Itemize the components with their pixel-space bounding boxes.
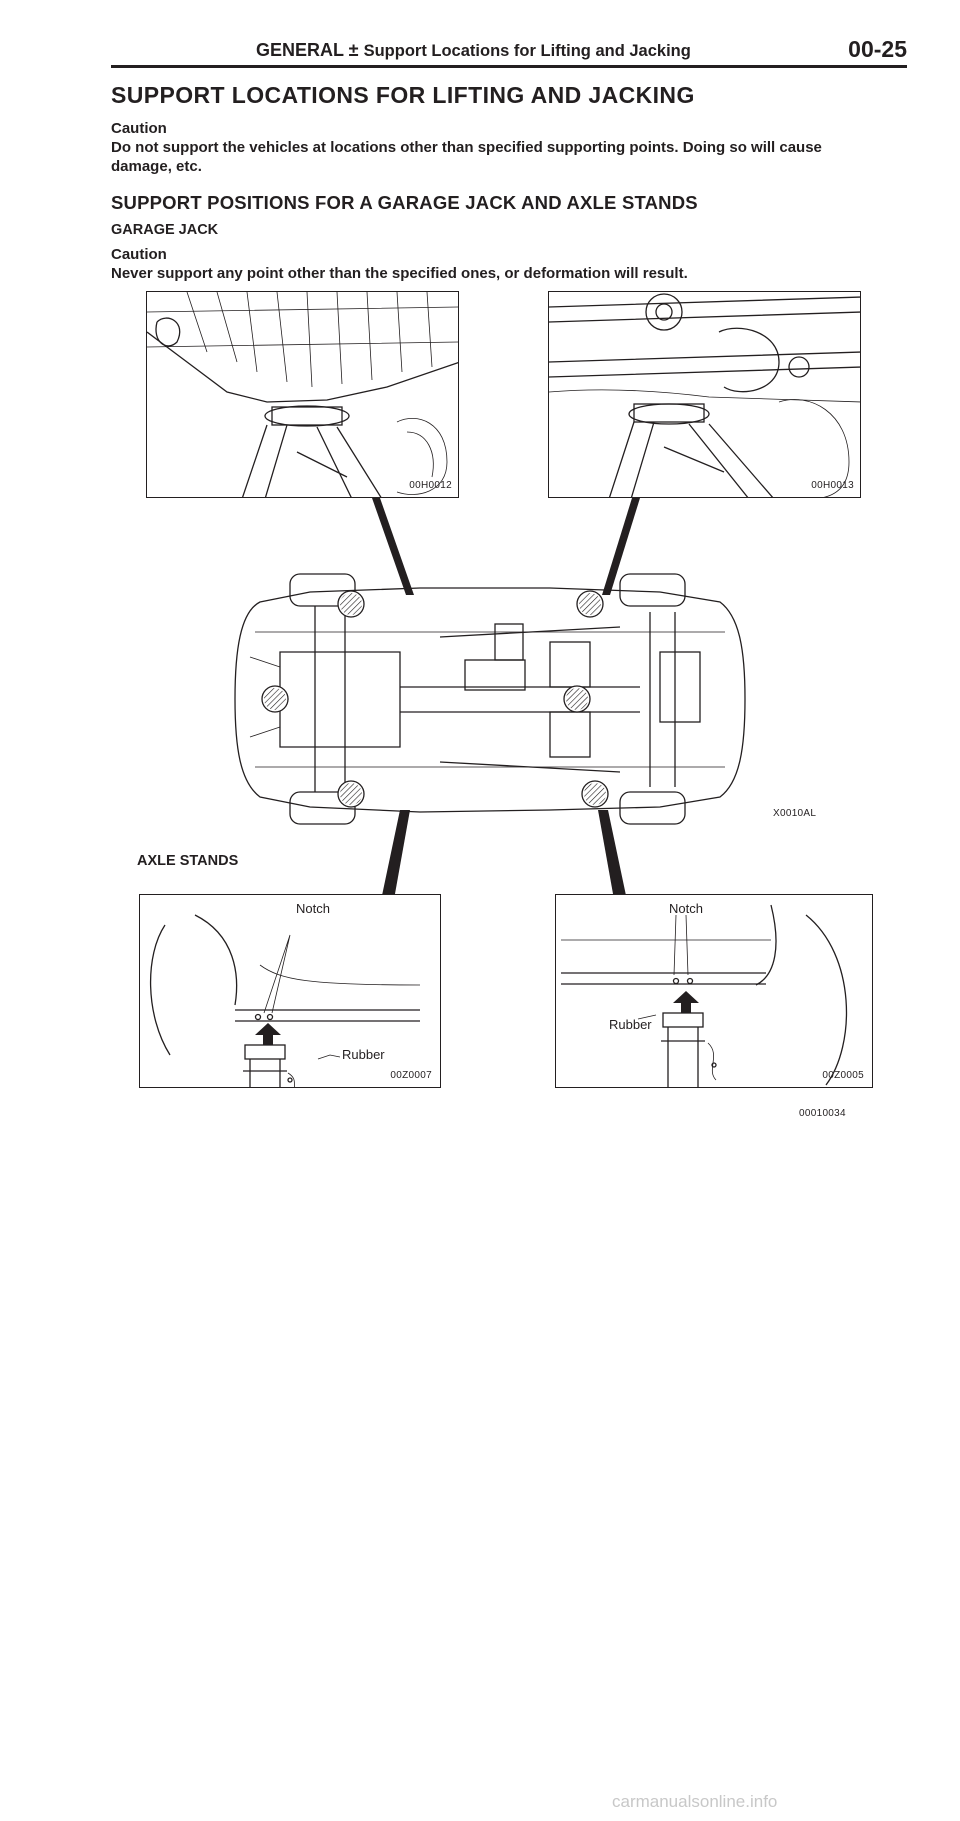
garage-jack-figure-right: 00H0013: [548, 291, 861, 498]
axle-stand-right-code: 00Z0005: [822, 1070, 864, 1081]
pointer-wedge-top-left: [372, 498, 414, 595]
figure-code-right: 00H0013: [811, 480, 854, 491]
underbody-diagram: [220, 572, 760, 826]
axle-stand-left-code: 00Z0007: [390, 1070, 432, 1081]
axle-stand-left-illustration: [149, 914, 421, 1087]
notch-label-right: Notch: [669, 901, 703, 916]
axle-stand-figure-left: Notch Rubber 00Z0007: [139, 894, 441, 1088]
pointer-wedge-top-right: [602, 498, 640, 595]
garage-jack-heading: GARAGE JACK: [111, 222, 219, 238]
garage-jack-figure-left: 00H0012: [146, 291, 459, 498]
running-header: GENERAL ± Support Locations for Lifting …: [111, 36, 907, 66]
header-title: GENERAL ± Support Locations for Lifting …: [256, 40, 691, 61]
header-topic: Support Locations for Lifting and Jackin…: [363, 42, 691, 60]
garage-jack-caution-text: Never support any point other than the s…: [111, 265, 688, 282]
caution-label: Caution: [111, 120, 167, 137]
garage-jack-left-illustration: [147, 292, 458, 497]
axle-stand-right-illustration: [561, 904, 848, 1087]
pointer-wedge-bottom-right: [598, 810, 628, 905]
header-rule: [111, 65, 907, 68]
pointer-wedge-bottom-left: [380, 810, 410, 905]
page-title: SUPPORT LOCATIONS FOR LIFTING AND JACKIN…: [111, 82, 695, 108]
rubber-label-right: Rubber: [609, 1017, 652, 1032]
header-section: GENERAL ±: [256, 40, 359, 60]
caution-line-1: Do not support the vehicles at locations…: [111, 139, 822, 156]
underbody-illustration: [234, 573, 746, 825]
axle-stands-heading: AXLE STANDS: [137, 853, 239, 869]
section-heading: SUPPORT POSITIONS FOR A GARAGE JACK AND …: [111, 192, 698, 213]
rubber-label-left: Rubber: [342, 1047, 385, 1062]
axle-stand-figure-right: Notch Rubber 00Z0005: [555, 894, 873, 1088]
caution-line-2: damage, etc.: [111, 158, 202, 175]
figure-code: 00010034: [799, 1108, 846, 1119]
figure-code-left: 00H0012: [409, 480, 452, 491]
notch-label-left: Notch: [296, 901, 330, 916]
page-number: 00-25: [848, 36, 907, 62]
underbody-figure-code: X0010AL: [773, 808, 817, 819]
garage-jack-right-illustration: [549, 293, 860, 497]
watermark: carmanualsonline.info: [612, 1792, 778, 1811]
garage-jack-caution-label: Caution: [111, 246, 167, 263]
